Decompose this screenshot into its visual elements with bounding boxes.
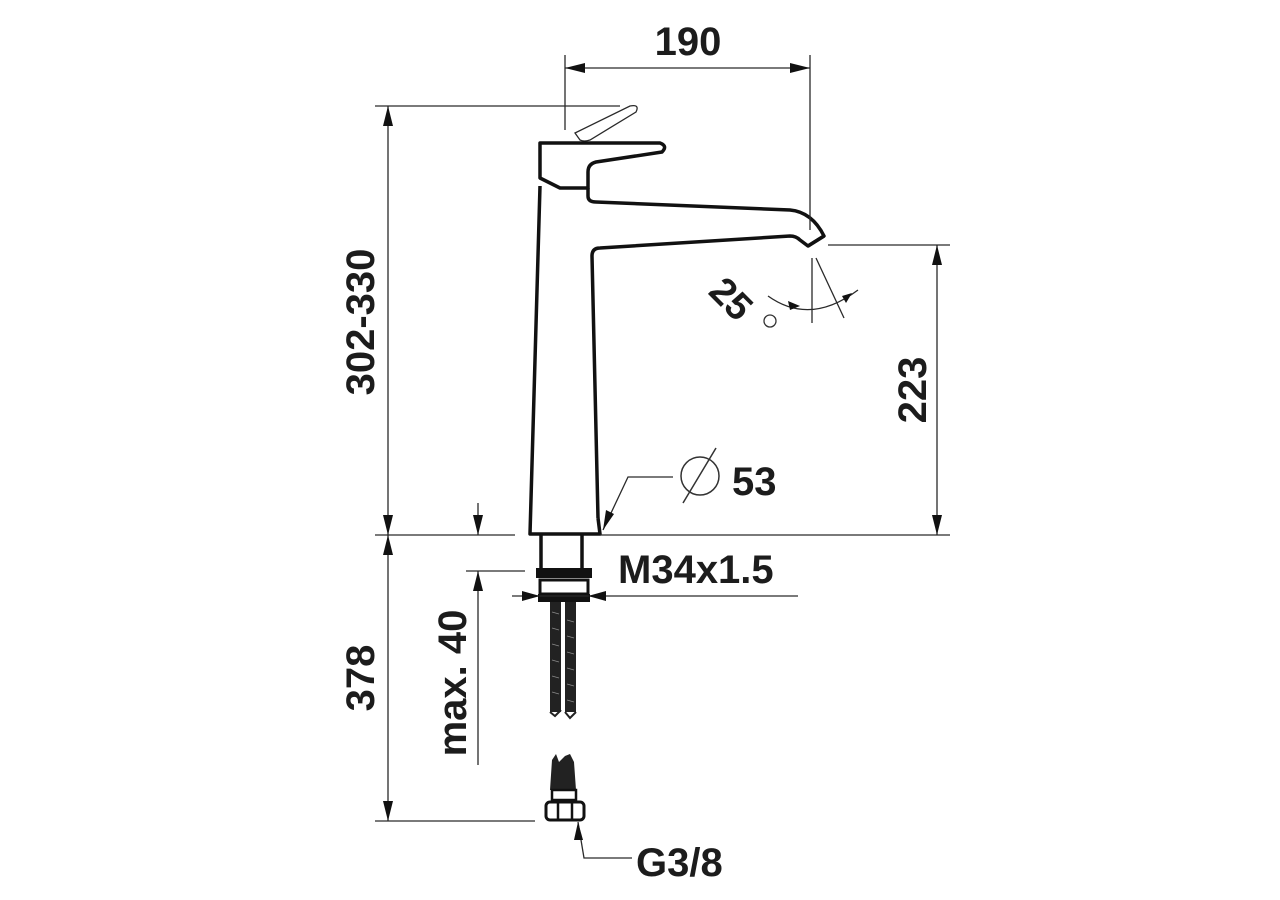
- dim-body-diameter: 53: [602, 447, 777, 531]
- diameter-icon: [680, 456, 720, 496]
- dim-spout-height: 223: [600, 244, 950, 536]
- dim-label-25: 25: [701, 270, 761, 330]
- faucet-body: [528, 104, 826, 822]
- dim-label-223: 223: [891, 357, 935, 424]
- dim-label-max-40: max. 40: [431, 610, 475, 757]
- fixing-plate: [538, 594, 590, 602]
- hose-end-fittings: [544, 754, 586, 822]
- dim-connection: G3/8: [574, 821, 723, 885]
- dim-label-g3-8: G3/8: [636, 841, 723, 885]
- washer: [538, 578, 590, 596]
- dim-spout-angle: 25: [701, 257, 859, 330]
- supply-hoses: [549, 602, 577, 720]
- dim-overall-height: 302-330: [339, 105, 620, 536]
- dim-hose-length: 378: [339, 535, 535, 822]
- spout: [586, 188, 826, 519]
- dim-label-302-330: 302-330: [339, 249, 383, 396]
- dim-label-190: 190: [655, 20, 722, 64]
- dim-max-countertop: max. 40: [431, 503, 525, 765]
- dim-label-378: 378: [339, 645, 383, 712]
- dim-label-53: 53: [732, 460, 777, 504]
- lever-open-position: [574, 104, 638, 142]
- dim-spout-reach: 190: [564, 20, 811, 230]
- spout-outlet: [807, 234, 825, 248]
- locknut: [536, 568, 592, 578]
- degree-symbol-icon: [763, 314, 777, 328]
- lever-handle: [538, 141, 667, 190]
- dim-label-m34x1-5: M34x1.5: [618, 548, 774, 592]
- dim-thread: M34x1.5: [512, 548, 798, 601]
- shank: [539, 534, 584, 568]
- body-column: [528, 185, 602, 536]
